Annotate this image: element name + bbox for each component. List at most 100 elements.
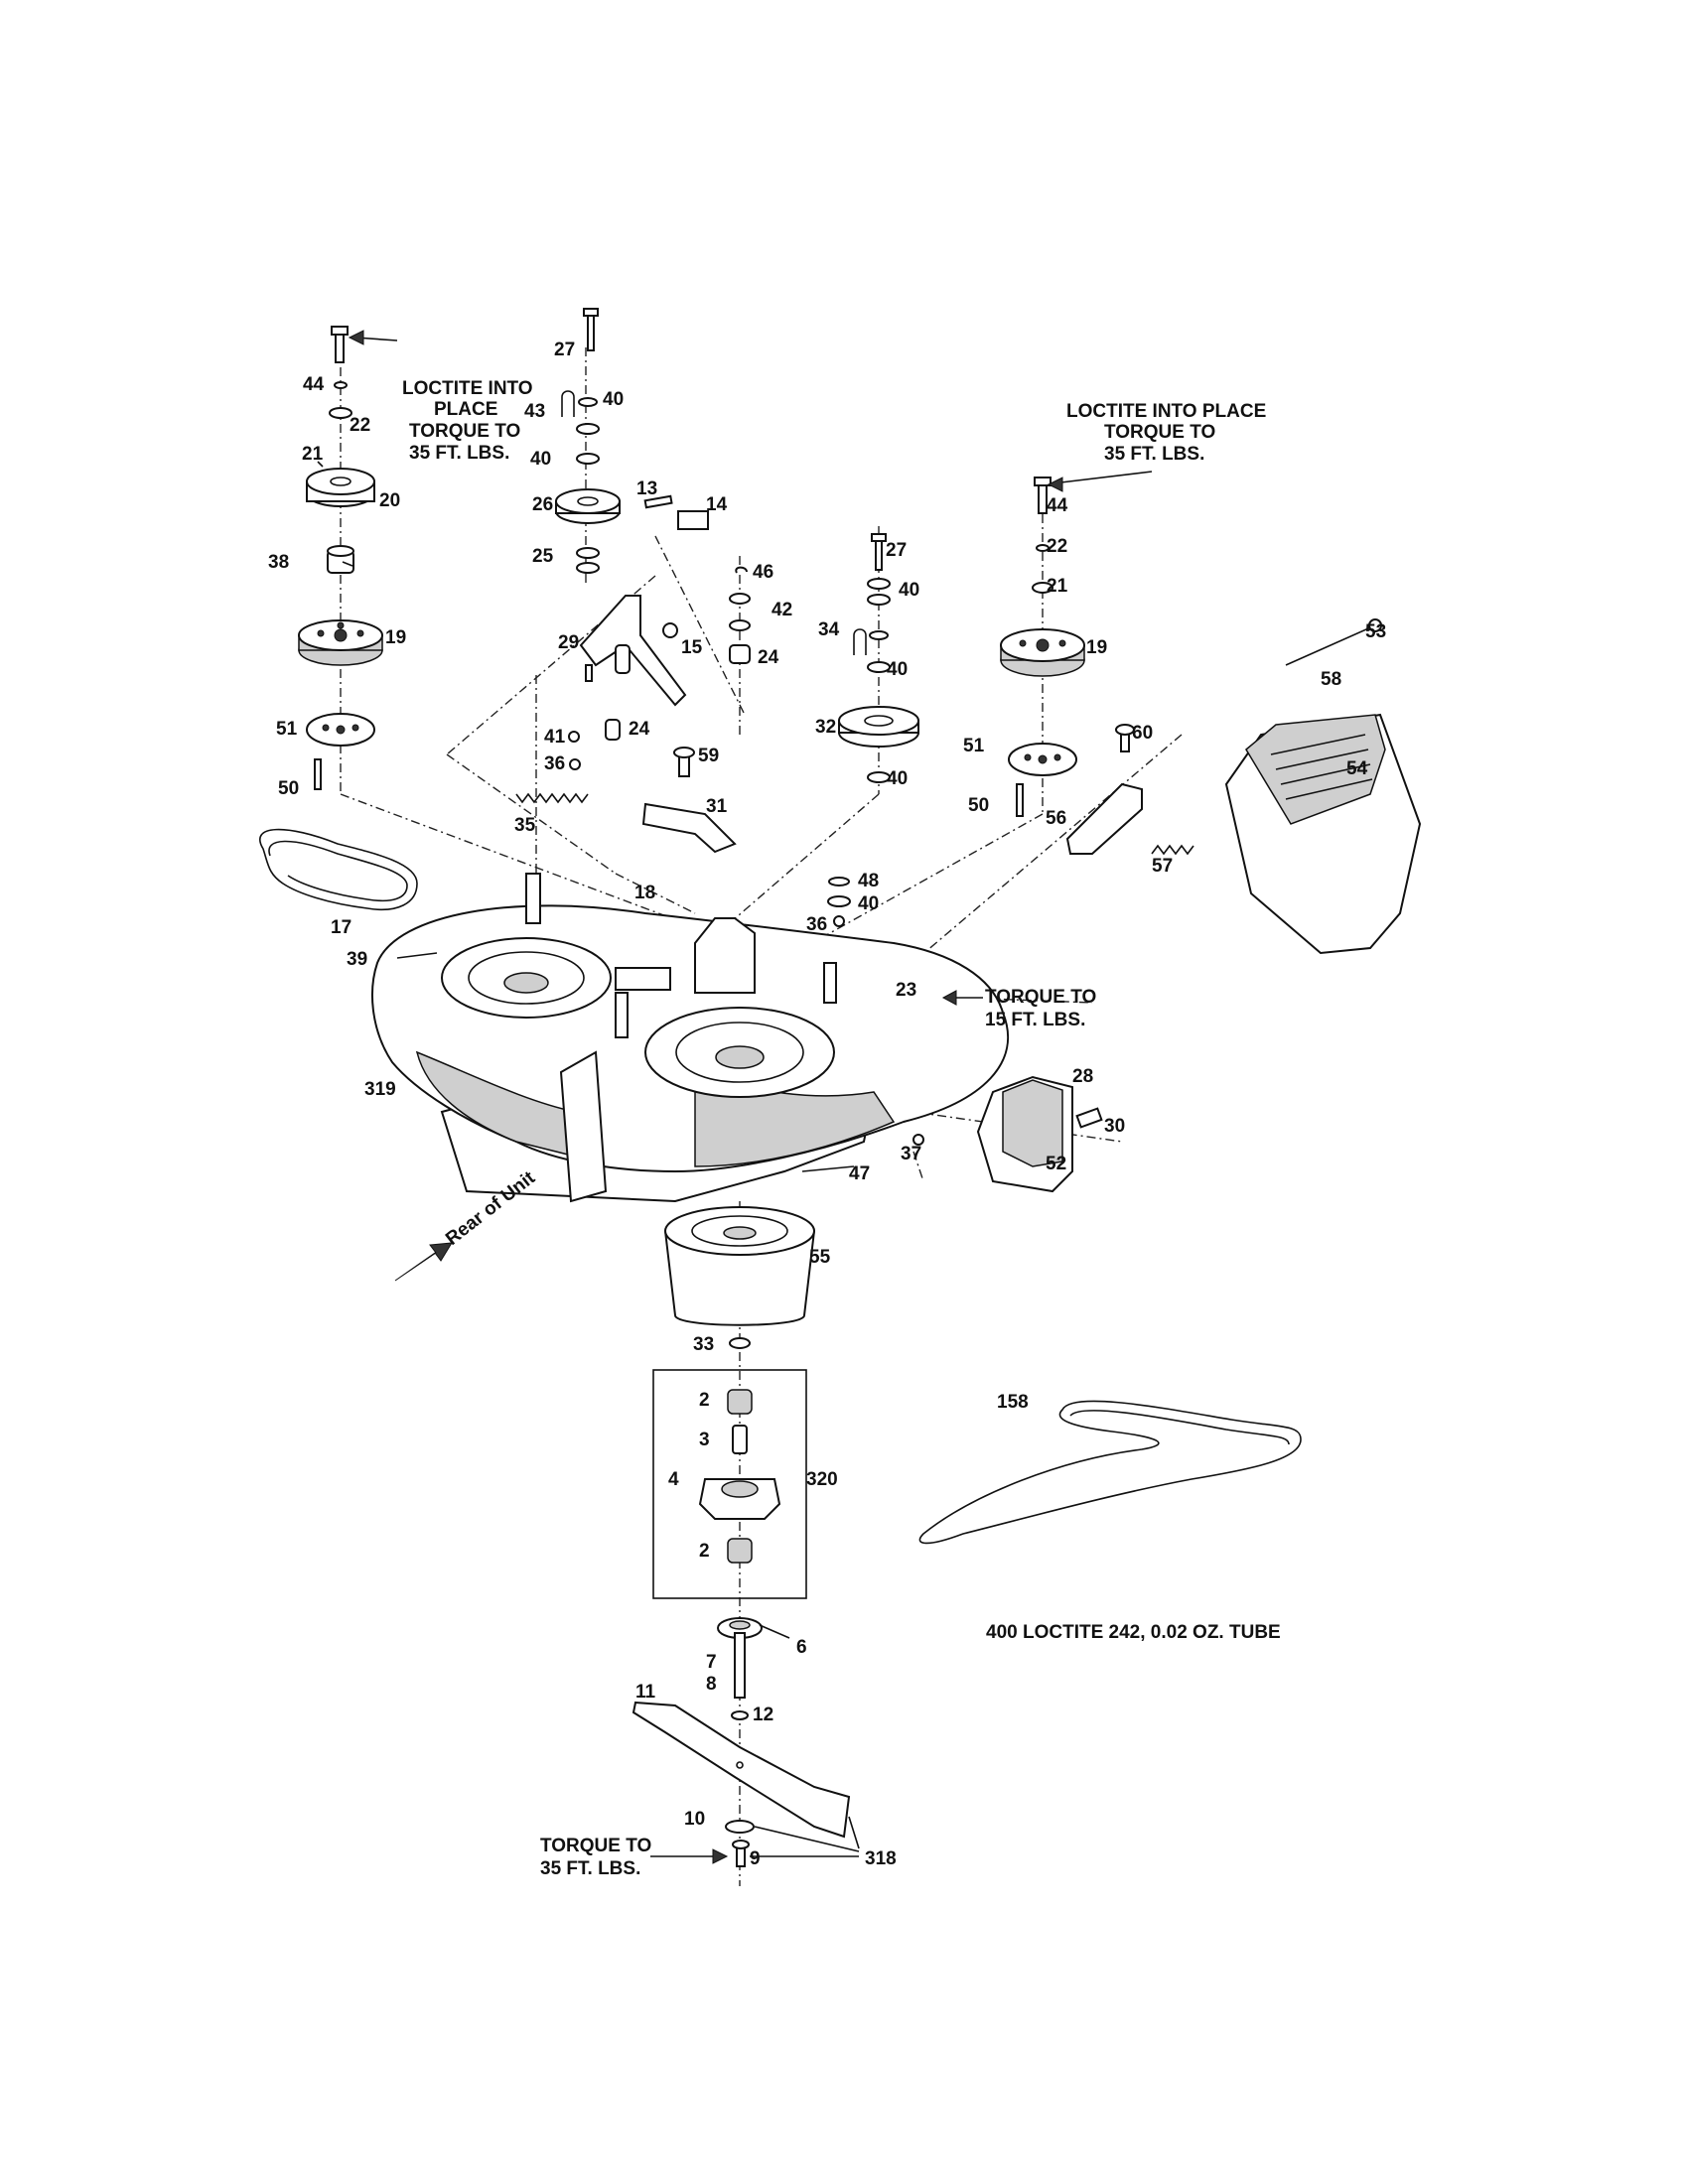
callout-34: 34 xyxy=(818,619,840,640)
callout-2: 2 xyxy=(699,1541,710,1562)
callout-15: 15 xyxy=(681,637,703,658)
callout-31: 31 xyxy=(706,796,728,817)
callout-4: 4 xyxy=(668,1469,679,1490)
callout-55: 55 xyxy=(809,1247,831,1268)
chute-bracket xyxy=(1065,724,1194,856)
callout-40: 40 xyxy=(899,580,919,601)
callout-42: 42 xyxy=(772,600,792,620)
note-loctite-right-2: TORQUE TO xyxy=(1104,422,1215,443)
housing-4 xyxy=(698,1478,781,1520)
callout-6: 6 xyxy=(796,1637,807,1658)
note-loctite-right-3: 35 FT. LBS. xyxy=(1104,444,1204,465)
callout-7: 7 xyxy=(706,1652,717,1673)
callout-19: 19 xyxy=(385,627,406,648)
bearing-2-top xyxy=(727,1389,753,1415)
callout-29: 29 xyxy=(558,632,579,653)
spring-35 xyxy=(515,792,589,804)
deck-bracket-18 xyxy=(694,917,756,994)
callout-60: 60 xyxy=(1132,723,1153,744)
block-14 xyxy=(677,510,709,530)
callout-319: 319 xyxy=(364,1079,396,1100)
rear-arrow-icon xyxy=(394,1242,453,1282)
washer-22-left xyxy=(334,381,348,389)
callout-40: 40 xyxy=(887,659,908,680)
nut-15 xyxy=(662,622,678,638)
callout-40: 40 xyxy=(530,449,551,470)
callout-25: 25 xyxy=(532,546,554,567)
callout-21: 21 xyxy=(1047,576,1068,597)
callout-20: 20 xyxy=(379,490,400,511)
callout-40: 40 xyxy=(603,389,624,410)
bolt-50-right xyxy=(1016,783,1024,817)
belt-17 xyxy=(259,828,418,910)
callout-47: 47 xyxy=(849,1163,870,1184)
note-torque15-1: TORQUE TO xyxy=(985,987,1096,1008)
callout-36: 36 xyxy=(544,753,565,774)
callout-22: 22 xyxy=(1047,536,1067,557)
washer-21-left xyxy=(329,407,352,419)
spacer-3 xyxy=(732,1425,748,1454)
bearing-2-bottom xyxy=(727,1538,753,1564)
callout-10: 10 xyxy=(684,1809,705,1830)
rod-43 xyxy=(561,390,575,417)
note-loctite-tube: 400 LOCTITE 242, 0.02 OZ. TUBE xyxy=(986,1622,1281,1643)
bracket-29 xyxy=(579,595,687,707)
callout-27: 27 xyxy=(886,540,907,561)
callout-12: 12 xyxy=(753,1705,773,1725)
callout-35: 35 xyxy=(514,815,536,836)
idler-bracket-assembly xyxy=(555,308,751,770)
callout-50: 50 xyxy=(278,778,299,799)
nut-36-left xyxy=(569,758,581,770)
washer-33 xyxy=(729,1337,751,1349)
callout-11: 11 xyxy=(635,1682,656,1703)
callout-13: 13 xyxy=(636,478,657,499)
spring-57 xyxy=(1151,844,1194,856)
callout-59: 59 xyxy=(698,746,719,766)
left-pulley-stack xyxy=(298,326,383,790)
bracket-31 xyxy=(641,802,737,854)
bracket-56 xyxy=(1065,782,1143,855)
callout-39: 39 xyxy=(347,949,367,970)
callout-46: 46 xyxy=(753,562,773,583)
spindle-housing-box-320 xyxy=(652,1369,807,1599)
washer-10 xyxy=(725,1820,755,1834)
note-torque15-2: 15 FT. LBS. xyxy=(985,1010,1085,1030)
bolt-50-left xyxy=(314,758,322,790)
deck-bracket-left xyxy=(525,873,541,924)
washer-48 xyxy=(828,877,850,887)
callout-40: 40 xyxy=(887,768,908,789)
spring-and-bracket xyxy=(515,747,737,854)
callout-2: 2 xyxy=(699,1390,710,1411)
callout-18: 18 xyxy=(634,883,655,903)
key-12 xyxy=(731,1710,749,1720)
spacer-24-upper xyxy=(729,644,751,664)
callout-43: 43 xyxy=(524,401,545,422)
callout-30: 30 xyxy=(1104,1116,1125,1137)
callout-48: 48 xyxy=(858,871,879,891)
callout-318: 318 xyxy=(865,1848,897,1869)
callout-56: 56 xyxy=(1046,808,1066,829)
callout-57: 57 xyxy=(1152,856,1173,877)
arrows-and-leaders xyxy=(317,330,1153,1864)
callout-44: 44 xyxy=(303,374,325,395)
bolt-27-center xyxy=(875,537,883,571)
note-loctite-left-1: LOCTITE INTO xyxy=(402,378,533,399)
deck-housing-319 xyxy=(371,873,1009,1203)
note-torque35-1: TORQUE TO xyxy=(540,1836,651,1856)
callout-24: 24 xyxy=(629,719,650,740)
callout-41: 41 xyxy=(544,727,566,748)
clip-46 xyxy=(735,566,748,574)
callout-51: 51 xyxy=(276,719,298,740)
shaft-7-8 xyxy=(734,1632,746,1699)
clip-28 xyxy=(1075,1107,1103,1129)
callout-37: 37 xyxy=(901,1144,921,1164)
bolt-27-top xyxy=(587,312,595,351)
washer-41 xyxy=(568,731,580,743)
center-pulley-stack xyxy=(827,533,919,927)
spindle-assembly xyxy=(652,1206,816,1720)
callout-36: 36 xyxy=(806,914,827,935)
callout-52: 52 xyxy=(1046,1154,1066,1174)
nut-37 xyxy=(912,1134,924,1146)
part-callouts: 27 44 40 43 22 21 40 20 13 14 26 38 25 4… xyxy=(268,340,1386,1869)
